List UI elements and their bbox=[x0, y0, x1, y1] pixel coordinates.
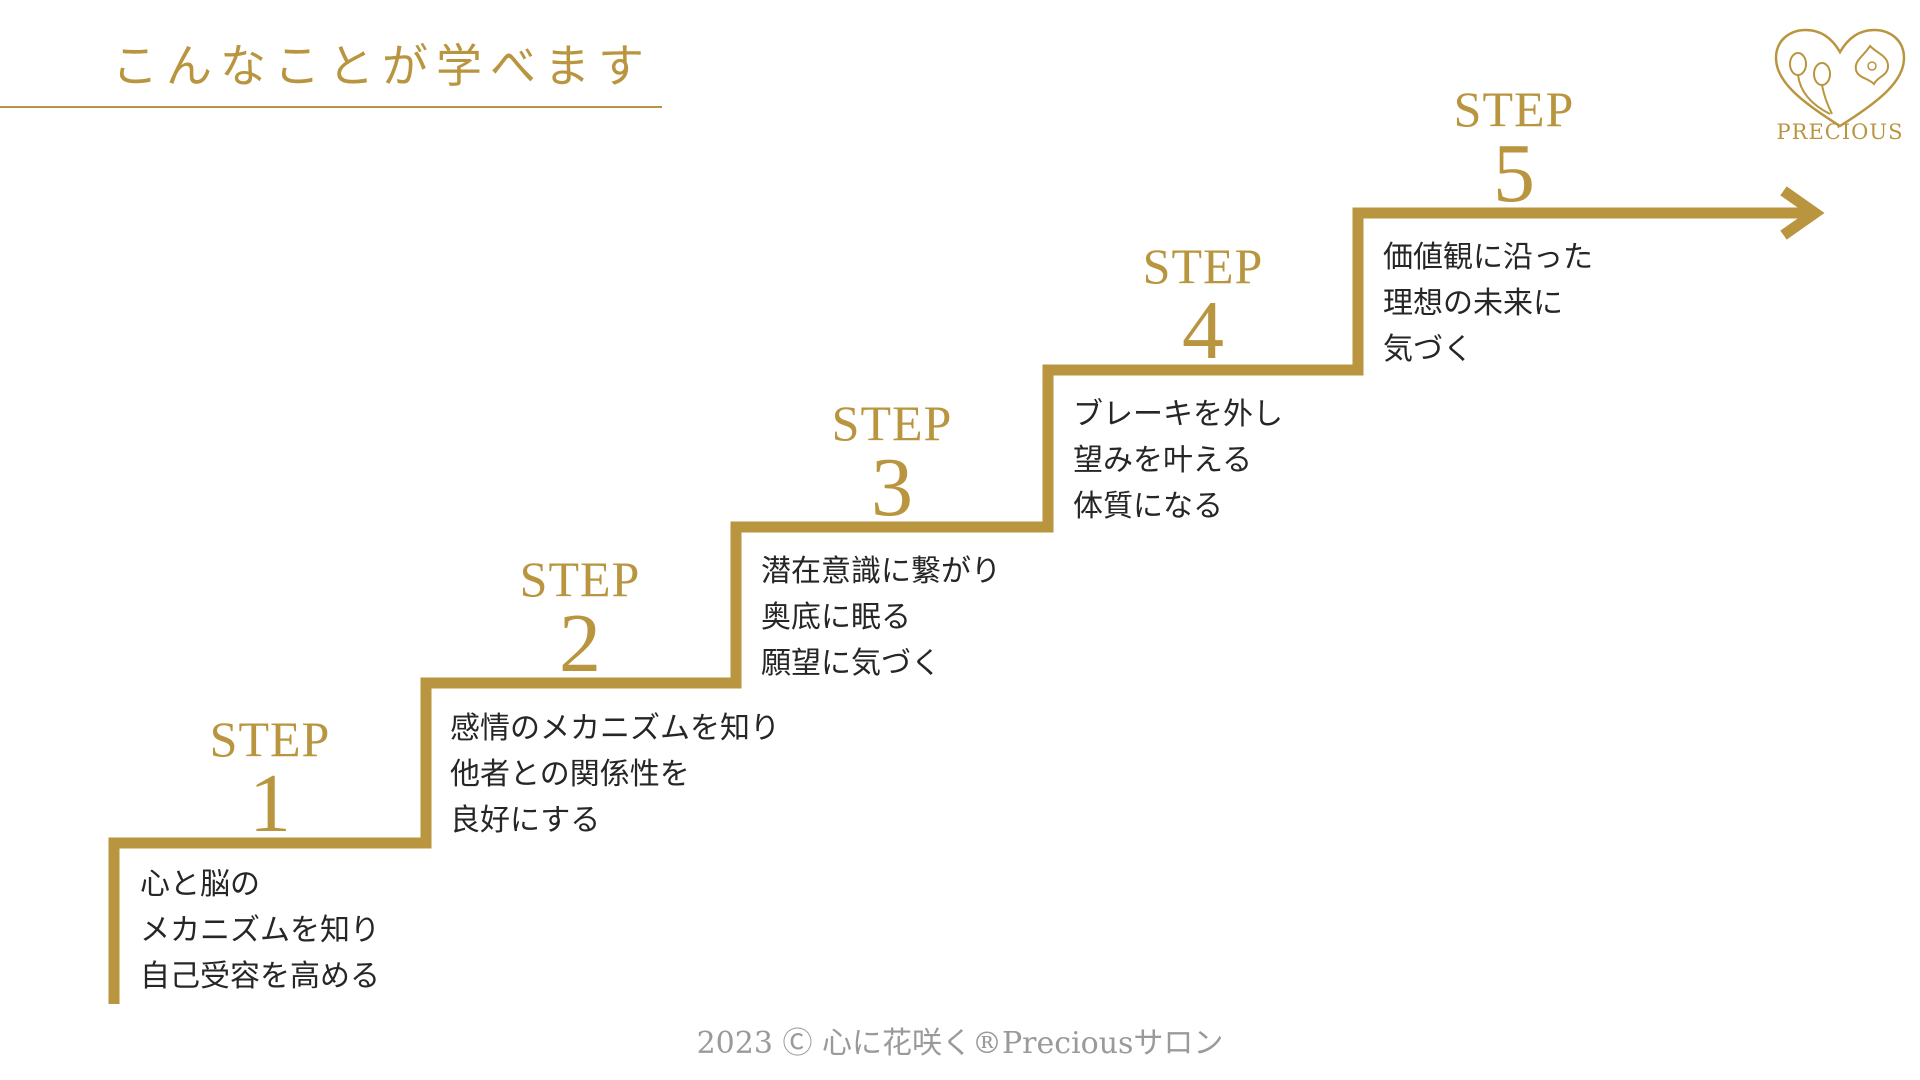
step-5-line-1: 価値観に沿った bbox=[1383, 240, 1593, 275]
step-4-word: STEP bbox=[1142, 238, 1264, 294]
step-3-line-3: 願望に気づく bbox=[761, 646, 941, 681]
step-4-line-3: 体質になる bbox=[1073, 489, 1223, 524]
step-3-word: STEP bbox=[831, 395, 953, 451]
step-4-number: 4 bbox=[1182, 284, 1224, 377]
page-title: こんなことが学べます bbox=[112, 39, 652, 93]
step-1-line-1: 心と脳の bbox=[140, 867, 260, 902]
step-3-description: 潜在意識に繋がり 奥底に眠る 願望に気づく bbox=[761, 549, 1001, 687]
title-underline bbox=[0, 106, 662, 108]
step-4-description: ブレーキを外し 望みを叶える 体質になる bbox=[1073, 392, 1283, 530]
step-3-number: 3 bbox=[871, 441, 913, 534]
step-1-number: 1 bbox=[249, 757, 291, 850]
step-2-label: STEP 2 bbox=[470, 551, 690, 690]
step-4-line-2: 望みを叶える bbox=[1073, 443, 1253, 478]
arrow-head-icon bbox=[1780, 186, 1825, 240]
precious-logo-icon bbox=[1774, 28, 1906, 128]
footer-copyright: 2023 Ⓒ 心に花咲く®Preciousサロン bbox=[696, 1026, 1224, 1061]
step-1-label: STEP 1 bbox=[160, 711, 380, 850]
step-4-line-1: ブレーキを外し bbox=[1073, 397, 1283, 432]
step-1-line-2: メカニズムを知り bbox=[140, 913, 380, 948]
step-1-line-3: 自己受容を高める bbox=[140, 959, 380, 994]
step-5-description: 価値観に沿った 理想の未来に 気づく bbox=[1383, 235, 1593, 373]
step-2-description: 感情のメカニズムを知り 他者との関係性を 良好にする bbox=[450, 706, 780, 844]
step-5-number: 5 bbox=[1493, 127, 1535, 220]
step-4-label: STEP 4 bbox=[1093, 238, 1313, 377]
step-2-word: STEP bbox=[519, 551, 641, 607]
step-1-description: 心と脳の メカニズムを知り 自己受容を高める bbox=[140, 862, 380, 1000]
step-3-line-2: 奥底に眠る bbox=[761, 600, 911, 635]
step-3-label: STEP 3 bbox=[782, 395, 1002, 534]
step-2-line-1: 感情のメカニズムを知り bbox=[450, 711, 780, 746]
step-5-line-3: 気づく bbox=[1383, 332, 1473, 367]
step-5-word: STEP bbox=[1453, 81, 1575, 137]
staircase-line bbox=[108, 207, 1815, 1004]
step-2-number: 2 bbox=[559, 597, 601, 690]
step-2-line-2: 他者との関係性を bbox=[450, 757, 690, 792]
step-2-line-3: 良好にする bbox=[450, 803, 601, 838]
step-3-line-1: 潜在意識に繋がり bbox=[761, 554, 1001, 589]
step-1-word: STEP bbox=[209, 711, 331, 767]
logo-text: PRECIOUS bbox=[1776, 120, 1904, 144]
step-5-line-2: 理想の未来に bbox=[1383, 286, 1563, 321]
step-5-label: STEP 5 bbox=[1404, 81, 1624, 220]
